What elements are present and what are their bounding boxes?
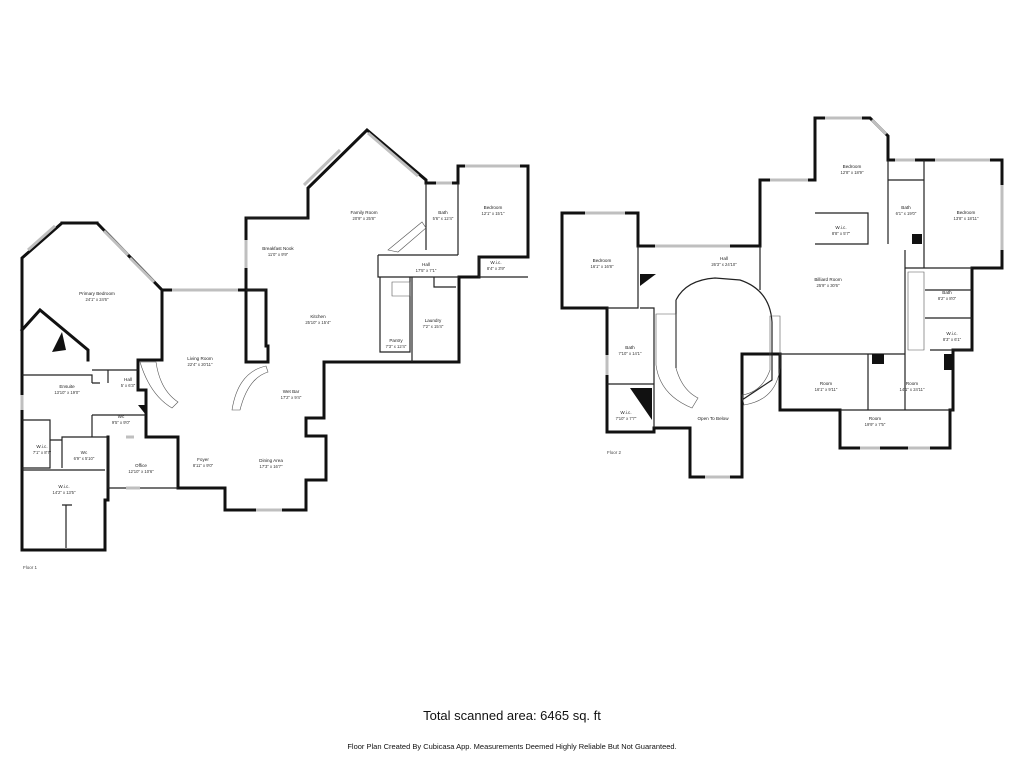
room-dims: 13'10" x 19'0" — [54, 390, 80, 395]
room-name: W.i.c. — [835, 225, 846, 230]
room-name: Bath — [942, 290, 952, 295]
room-name: Wc — [118, 414, 125, 419]
room-name: Room — [820, 381, 832, 386]
room-dims: 13'8" x 18'11" — [954, 216, 979, 221]
floor-1-primary-bedroom-wall — [19, 307, 90, 362]
room-name: Room — [869, 416, 881, 421]
floor-2-open-to-below-railing — [675, 277, 773, 401]
floor-2-interior-walls — [607, 160, 972, 428]
floor-2-plan — [560, 116, 1004, 479]
room-name: Breakfast Nook — [262, 246, 294, 251]
room-dims: 7'2" x 15'4" — [423, 324, 444, 329]
floor-2-outer-wall — [560, 116, 1004, 479]
room-name: Bath — [438, 210, 448, 215]
room-name: Living Room — [187, 356, 213, 361]
room-dims: 17'5" x 7'1" — [416, 268, 437, 273]
room-name: W.i.c. — [946, 331, 957, 336]
room-dims: 19'9" x 7'5" — [865, 422, 886, 427]
total-scanned-area: Total scanned area: 6465 sq. ft — [423, 708, 601, 723]
room-name: Foyer — [197, 457, 209, 462]
floor-label: Floor 1 — [23, 565, 38, 570]
room-dims: 7'10" x 7'7" — [616, 416, 637, 421]
floor-1-labels: Primary Bedroom 24'1" x 24'6" Ensuite 13… — [23, 205, 506, 570]
room-dims: 9'5" x 9'0" — [112, 420, 131, 425]
room-dims: 8'11" x 9'0" — [193, 463, 214, 468]
room-dims: 11'0" x 9'9" — [268, 252, 289, 257]
room-dims: 22'4" x 20'11" — [188, 362, 213, 367]
room-dims: 25'9" x 30'6" — [817, 283, 840, 288]
room-name: Bedroom — [957, 210, 976, 215]
room-dims: 8'8" x 5'7" — [832, 231, 851, 236]
floor-2-solid-block-3 — [912, 234, 922, 244]
floor-2-solid-block-5 — [944, 354, 953, 370]
floor-1-solid-block — [52, 332, 66, 352]
floor-1-interior-walls — [22, 183, 528, 548]
disclaimer-text: Floor Plan Created By Cubicasa App. Meas… — [347, 742, 677, 751]
room-name: W.i.c. — [36, 444, 47, 449]
floor-2-labels: Bedroom 16'1" x 16'8" Hall 26'3" x 24'10… — [591, 164, 979, 455]
room-dims: 6'1" x 19'0" — [896, 211, 917, 216]
floor-2-straight-stair — [907, 271, 925, 351]
floor-1-solid-block-2 — [138, 405, 146, 415]
room-dims: 12'8" x 18'9" — [841, 170, 864, 175]
room-dims: 12'10" x 10'6" — [128, 469, 154, 474]
room-name: Laundry — [425, 318, 442, 323]
room-name: Office — [135, 463, 147, 468]
floor-1-outer-wall — [20, 127, 530, 552]
room-name: Bedroom — [843, 164, 862, 169]
room-name: Bedroom — [484, 205, 503, 210]
room-name: Bedroom — [593, 258, 612, 263]
room-dims: 7'1" x 8'7" — [33, 450, 52, 455]
room-name: Dining Area — [259, 458, 283, 463]
floor-1-left-curved-stair — [139, 361, 179, 409]
room-name: W.i.c. — [490, 260, 501, 265]
floor-2-solid-block-4 — [872, 354, 884, 364]
room-name: Hall — [124, 377, 132, 382]
room-name: Wet Bar — [283, 389, 300, 394]
room-dims: 6'9" x 5'10" — [74, 456, 95, 461]
floor-1-straight-stair — [387, 221, 427, 297]
room-name: Billiard Room — [814, 277, 841, 282]
room-name: W.i.c. — [620, 410, 631, 415]
room-dims: 7'10" x 14'1" — [619, 351, 642, 356]
room-name: Hall — [720, 256, 728, 261]
room-dims: 17'3" x 16'7" — [260, 464, 283, 469]
room-dims: 14'1" x 24'11" — [900, 387, 925, 392]
floor-2-right-curved-stair — [741, 315, 781, 406]
room-name: Wc — [81, 450, 88, 455]
room-name: Kitchen — [310, 314, 326, 319]
floor-2-solid-block — [640, 274, 656, 286]
room-dims: 25'10" x 15'4" — [305, 320, 331, 325]
room-name: Room — [906, 381, 918, 386]
room-dims: 26'3" x 24'10" — [711, 262, 737, 267]
room-dims: 12'1" x 15'1" — [482, 211, 505, 216]
room-dims: 16'1" x 9'11" — [815, 387, 838, 392]
room-dims: 24'1" x 24'6" — [86, 297, 109, 302]
room-dims: 8'4" x 3'9" — [487, 266, 506, 271]
room-name: Primary Bedroom — [79, 291, 115, 296]
room-name: Bath — [901, 205, 911, 210]
room-dims: 16'1" x 16'8" — [591, 264, 614, 269]
room-dims: 5'6" x 12'4" — [433, 216, 454, 221]
room-dims: 8'3" x 6'1" — [943, 337, 962, 342]
floor-1-plan — [19, 127, 530, 552]
room-dims: 20'9" x 25'8" — [353, 216, 376, 221]
room-name: Bath — [625, 345, 635, 350]
room-name: Open To Below — [697, 416, 729, 421]
room-name: Ensuite — [59, 384, 75, 389]
floor-label: Floor 2 — [607, 450, 622, 455]
room-name: Hall — [422, 262, 430, 267]
floor-2-left-curved-stair — [655, 313, 699, 409]
room-name: W.i.c. — [58, 484, 69, 489]
room-name: Family Room — [350, 210, 377, 215]
room-dims: 7'3" x 12'4" — [386, 344, 407, 349]
room-name: Pantry — [389, 338, 403, 343]
floor-2-solid-block-2 — [630, 388, 652, 420]
room-dims: 5' x 6'3" — [121, 383, 136, 388]
room-dims: 8'2" x 8'0" — [938, 296, 957, 301]
room-dims: 14'2" x 13'5" — [53, 490, 76, 495]
floor-1-right-curved-stair — [231, 365, 269, 411]
room-dims: 17'2" x 9'4" — [281, 395, 302, 400]
